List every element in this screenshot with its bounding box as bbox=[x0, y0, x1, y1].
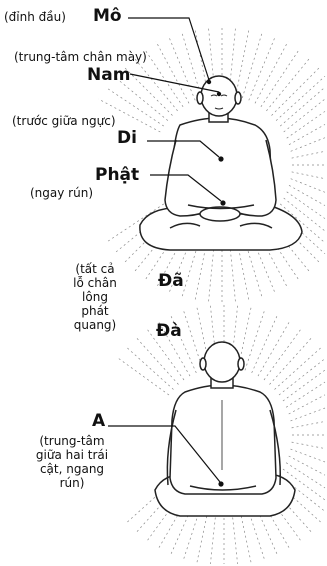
light-ray bbox=[255, 42, 288, 104]
mo-note: (đỉnh đầu) bbox=[4, 10, 66, 24]
light-ray bbox=[123, 66, 173, 116]
light-ray bbox=[245, 311, 264, 370]
light-ray bbox=[291, 449, 326, 462]
a-label: A bbox=[92, 412, 105, 430]
mo-point bbox=[207, 80, 211, 84]
nam-note: (trung-tâm chân mày) bbox=[14, 50, 147, 64]
light-ray bbox=[289, 185, 325, 205]
light-ray bbox=[291, 408, 326, 421]
glow-note: (tất cả lỗ chân lông phát quang) bbox=[66, 262, 124, 332]
glow-note-line: phát bbox=[66, 304, 124, 318]
light-ray bbox=[119, 359, 169, 395]
glow-note-line: quang) bbox=[66, 318, 124, 332]
light-ray bbox=[291, 138, 325, 152]
light-ray bbox=[283, 370, 325, 401]
light-ray bbox=[276, 76, 325, 120]
mo-label: Mô bbox=[93, 7, 122, 25]
light-ray bbox=[258, 322, 289, 376]
di-note: (trước giữa ngực) bbox=[12, 114, 116, 128]
light-ray bbox=[292, 151, 325, 158]
a-point bbox=[218, 481, 223, 486]
glow-note-line: lông bbox=[66, 290, 124, 304]
back-seated-figure bbox=[155, 342, 295, 516]
light-ray bbox=[289, 124, 325, 144]
phat-note: (ngay rún) bbox=[30, 186, 93, 200]
light-ray bbox=[279, 359, 325, 395]
light-ray bbox=[275, 348, 321, 390]
light-ray bbox=[264, 330, 300, 380]
light-ray bbox=[280, 87, 325, 126]
light-ray bbox=[156, 42, 189, 104]
phat-label: Phật bbox=[95, 166, 139, 184]
glow-note-line: lỗ chân bbox=[66, 276, 124, 290]
light-ray bbox=[272, 66, 322, 116]
da-label-1: Đã bbox=[158, 272, 184, 290]
nam-label: Nam bbox=[87, 66, 130, 84]
a-note-line: giữa hai trái bbox=[24, 448, 120, 462]
light-ray bbox=[292, 421, 325, 428]
light-ray bbox=[168, 36, 195, 101]
light-ray bbox=[252, 316, 277, 373]
light-ray bbox=[292, 172, 325, 179]
light-ray bbox=[242, 31, 262, 98]
light-ray bbox=[291, 179, 325, 193]
light-ray bbox=[292, 442, 325, 449]
da-label-2: Đà bbox=[156, 322, 182, 340]
light-ray bbox=[289, 395, 325, 414]
light-ray bbox=[249, 36, 276, 101]
a-note-line: (trung-tâm bbox=[24, 434, 120, 448]
phat-point bbox=[220, 200, 225, 205]
light-ray bbox=[284, 99, 325, 132]
a-note-line: cật, ngang bbox=[24, 462, 120, 476]
light-ray bbox=[127, 348, 173, 390]
nam-point bbox=[217, 92, 221, 96]
di-label: Di bbox=[117, 129, 137, 147]
di-point bbox=[218, 156, 223, 161]
a-note: (trung-tâm giữa hai trái cật, ngang rún) bbox=[24, 434, 120, 490]
light-ray bbox=[289, 456, 325, 475]
a-note-line: rún) bbox=[24, 476, 120, 490]
front-seated-figure bbox=[140, 76, 302, 250]
light-ray bbox=[236, 28, 250, 97]
glow-note-line: (tất cả bbox=[66, 262, 124, 276]
